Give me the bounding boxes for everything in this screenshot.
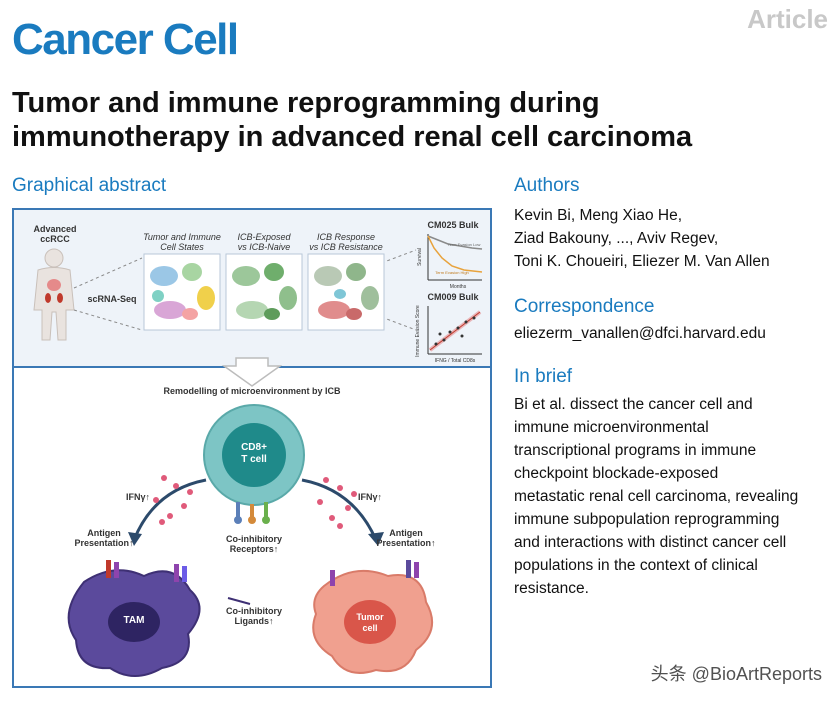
in-brief-line: Bi et al. dissect the cancer cell and [514,396,753,413]
in-brief-line: and interactions with distinct cancer ce… [514,534,787,551]
coinh-ligands-label: Co-inhibitory Ligands↑ [214,606,294,626]
panel1-line2: Cell States [160,242,204,252]
correspondence-email[interactable]: eliezerm_vanallen@dfci.harvard.edu [514,325,766,342]
correspondence-heading: Correspondence [514,296,655,317]
journal-name: Cancer Cell [12,15,239,64]
ifng-dots-left [153,475,193,525]
coinh-receptors-line1: Co-inhibitory [226,534,282,544]
ligand-connector [227,597,251,605]
in-brief-line: immune subpopulation reprogramming [514,511,780,528]
antigen-left-line1: Antigen [87,528,121,538]
in-brief-heading: In brief [514,366,573,387]
umap-panel-icb-response [307,253,385,331]
in-brief-text: Bi et al. dissect the cancer cell and im… [514,393,834,600]
advanced-label: Advanced [33,224,77,234]
graphical-abstract-heading: Graphical abstract [12,175,167,196]
authors-heading: Authors [514,175,580,196]
ifng-left-label: IFNγ↑ [125,492,150,502]
authors-line-2: Ziad Bakouny, ..., Aviv Regev, [514,230,719,247]
correlation-scatter-plot [427,306,482,355]
tam-label: TAM [123,615,145,626]
umap-panel-icb-exposed [225,253,303,331]
antigen-left-label: Antigen Presentation↑ [64,528,144,548]
panel1-label: Tumor and Immune Cell States [140,232,224,252]
panel2-line1: ICB-Exposed [237,232,291,242]
antigen-right-line2: Presentation↑ [376,538,436,548]
article-title: Tumor and immune reprogramming during im… [12,86,812,154]
survival-plot [427,234,483,281]
title-line-2: immunotherapy in advanced renal cell car… [12,121,693,153]
remodel-title: Remodelling of microenvironment by ICB [163,386,341,396]
ga-illustration [33,234,483,677]
coinh-receptors-label: Co-inhibitory Receptors↑ [214,534,294,554]
cm025-label: CM025 Bulk [427,220,479,230]
survival-axis-label: Survival [417,248,423,266]
advanced-ccrcc-label: Advanced ccRCC [28,224,82,244]
human-body-icon [33,248,75,341]
cd8-t-cell-icon [203,404,305,524]
panel2-line2: vs ICB-Naive [237,242,291,252]
tumor-cell-label: Tumor cell [350,612,390,634]
graphical-abstract-figure: Advanced ccRCC scRNA-Seq Tumor and Immun… [12,208,492,688]
arrow-to-tam-icon [132,478,207,541]
in-brief-line: checkpoint blockade-exposed [514,465,719,482]
ccrcc-label: ccRCC [40,234,70,244]
coinh-ligands-line2: Ligands↑ [234,616,274,626]
coinh-ligands-line1: Co-inhibitory [226,606,282,616]
antigen-left-line2: Presentation↑ [74,538,134,548]
cd8-label: CD8+ T cell [222,442,286,466]
antigen-right-line1: Antigen [389,528,423,538]
in-brief-line: populations in the context of clinical [514,557,758,574]
ifng-axis-label: IFNG / Total CD8s [434,358,476,364]
watermark: 头条 @BioArtReports [650,664,822,684]
ifng-dots-right [317,477,357,529]
months-axis-label: Months [449,284,467,290]
coinh-receptors-line2: Receptors↑ [229,544,279,554]
scrna-seq-label: scRNA-Seq [87,294,137,304]
low-label: Term Evasion Low [447,242,481,247]
in-brief-line: immune microenvironmental [514,419,709,436]
in-brief-line: transcriptional programs in immune [514,442,757,459]
tumor-line2: cell [362,623,378,633]
authors-list: Kevin Bi, Meng Xiao He, Ziad Bakouny, ..… [514,204,834,273]
panel1-line1: Tumor and Immune [143,232,221,242]
authors-line-3: Toni K. Choueiri, Eliezer M. Van Allen [514,253,770,270]
high-label: Term Evasion High [435,270,469,275]
in-brief-line: resistance. [514,580,589,597]
score-axis-label: Immune Evasion Score [415,305,421,357]
cd8-line2: T cell [241,454,267,465]
down-arrow-icon [221,357,283,387]
cd8-line1: CD8+ [241,442,267,453]
title-line-1: Tumor and immune reprogramming during [12,87,600,119]
article-type-label: Article [747,4,828,34]
tam-cell-icon [67,560,201,677]
panel2-label: ICB-Exposed vs ICB-Naive [222,232,306,252]
in-brief-line: metastatic renal cell carcinoma, reveali… [514,488,799,505]
authors-line-1: Kevin Bi, Meng Xiao He, [514,207,683,224]
tumor-cell-icon [312,560,434,674]
tumor-line1: Tumor [356,612,384,622]
panel3-line2: vs ICB Resistance [309,242,383,252]
panel3-label: ICB Response vs ICB Resistance [304,232,388,252]
antigen-right-label: Antigen Presentation↑ [366,528,446,548]
umap-panel-cell-states [143,253,221,331]
panel3-line1: ICB Response [316,232,376,242]
arrow-to-tumor-icon [301,478,378,541]
ifng-right-label: IFNγ↑ [357,492,382,502]
cm009-label: CM009 Bulk [427,292,479,302]
